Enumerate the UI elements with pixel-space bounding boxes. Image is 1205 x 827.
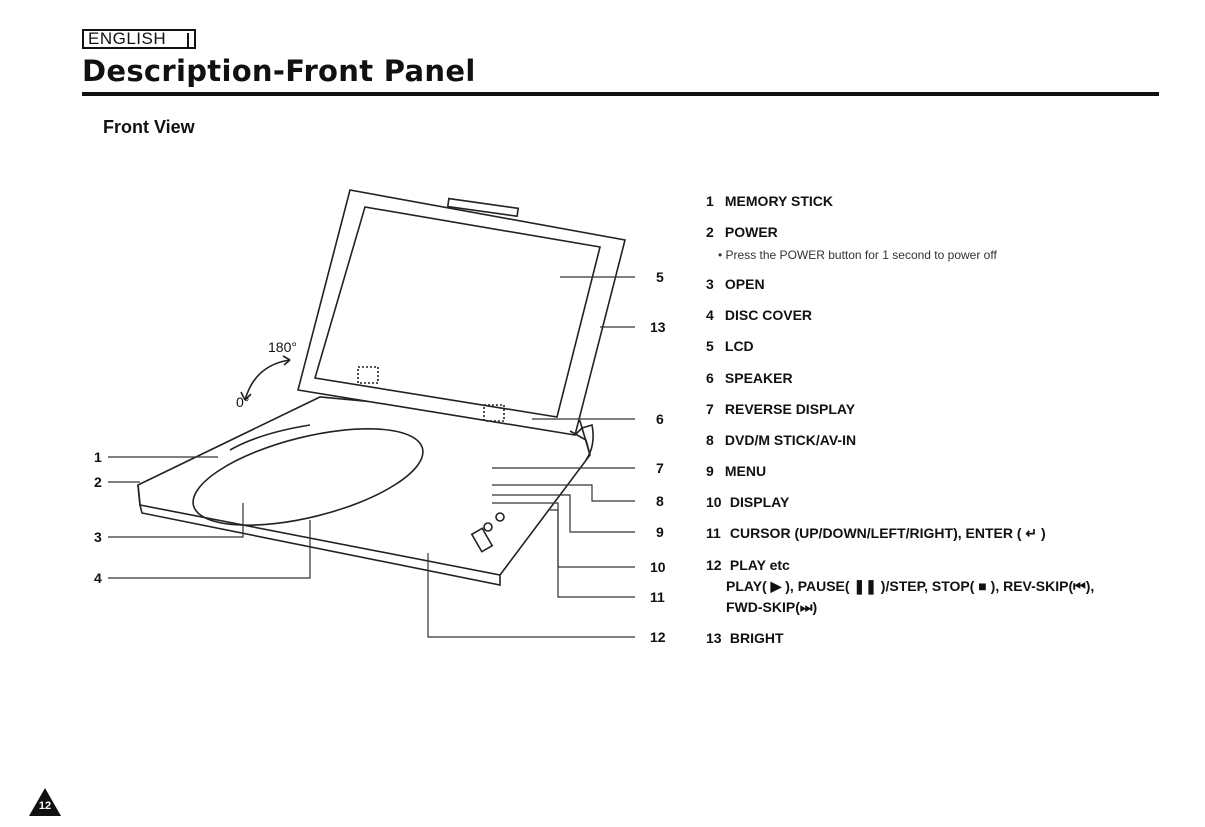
language-badge: ENGLISH (82, 29, 196, 49)
page-title: Description-Front Panel (82, 54, 476, 88)
list-item: 6 SPEAKER (706, 370, 793, 386)
list-item-continuation: PLAY( ▶ ), PAUSE( ❚❚ )/STEP, STOP( ■ ), … (726, 578, 1095, 594)
list-item: 9 MENU (706, 463, 767, 479)
callout-7: 7 (656, 460, 664, 476)
callout-11: 11 (650, 589, 665, 605)
list-item: 8 DVD/M STICK/AV-IN (706, 432, 857, 448)
page-number-marker: 12 (28, 787, 62, 817)
disc-cover (192, 428, 424, 526)
rotation-start-label: 0° (236, 394, 249, 410)
dvd-player-diagram: 0° 180° 1 2 3 4 5 6 7 8 9 10 11 12 13 (94, 189, 666, 645)
list-item: 5 LCD (706, 338, 754, 354)
callout-13: 13 (650, 319, 666, 335)
list-item-note: • Press the POWER button for 1 second to… (718, 248, 997, 262)
list-item: 10 DISPLAY (706, 494, 790, 510)
list-item: 7 REVERSE DISPLAY (706, 401, 856, 417)
callout-6: 6 (656, 411, 664, 427)
callout-10: 10 (650, 559, 666, 575)
callout-1: 1 (94, 449, 102, 465)
rotation-arrow (244, 359, 291, 401)
triangle-icon (29, 788, 61, 816)
title-rule (82, 92, 1159, 96)
rotation-end-label: 180° (268, 339, 297, 355)
callout-12: 12 (650, 629, 666, 645)
list-item-continuation: FWD-SKIP(⏭) (726, 599, 818, 615)
list-item: 2 POWER (706, 224, 778, 240)
list-item: 12 PLAY etc (706, 557, 790, 573)
list-item: 4 DISC COVER (706, 307, 813, 323)
callout-3: 3 (94, 529, 102, 545)
list-item: 1 MEMORY STICK (706, 193, 834, 209)
callout-4: 4 (94, 570, 102, 586)
section-title: Front View (103, 117, 195, 137)
list-item: 13 BRIGHT (706, 630, 784, 646)
list-item: 3 OPEN (706, 276, 765, 292)
callout-5: 5 (656, 269, 664, 285)
list-item: 11 CURSOR (UP/DOWN/LEFT/RIGHT), ENTER ( … (706, 525, 1046, 541)
callout-8: 8 (656, 493, 664, 509)
lcd-lid (297, 189, 626, 436)
callout-9: 9 (656, 524, 664, 540)
lcd-screen (313, 206, 601, 418)
callout-2: 2 (94, 474, 102, 490)
page-number: 12 (38, 800, 52, 812)
